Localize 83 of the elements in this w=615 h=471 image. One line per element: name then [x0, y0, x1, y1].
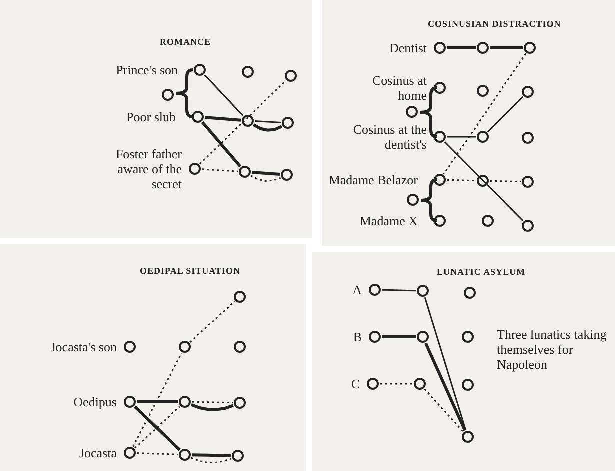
connector-line	[252, 124, 283, 132]
connector-line	[490, 46, 523, 50]
connector-line	[424, 342, 466, 432]
circle	[407, 194, 419, 206]
connector-line	[254, 120, 282, 124]
circle	[414, 378, 426, 390]
circle	[179, 449, 191, 461]
circle	[462, 431, 474, 443]
circle	[406, 106, 418, 118]
circle	[522, 132, 534, 144]
row-label: Madame X	[360, 214, 418, 228]
connector-line	[204, 74, 244, 116]
circle	[234, 341, 246, 353]
circle	[417, 331, 429, 343]
connector-line	[190, 404, 234, 412]
circle	[242, 115, 254, 127]
circle	[179, 341, 191, 353]
connector-line	[132, 352, 182, 448]
connector-line	[447, 136, 476, 138]
connector-line	[380, 383, 413, 385]
circle	[282, 117, 294, 129]
row-label: Foster father aware of the secret	[114, 146, 182, 192]
connector-line	[201, 121, 242, 168]
row-label: C	[351, 376, 360, 392]
panel-title: OEDIPAL SITUATION	[140, 266, 240, 276]
connector-line	[424, 388, 464, 432]
circle	[477, 42, 489, 54]
circle	[462, 379, 474, 391]
connector-line	[446, 179, 476, 182]
connector-line	[204, 116, 242, 122]
row-label: Dentist	[389, 40, 427, 56]
circle	[522, 176, 534, 188]
circle	[522, 220, 534, 232]
connector-line	[192, 401, 234, 404]
circle	[162, 89, 174, 101]
circle	[281, 169, 293, 181]
row-label: B	[353, 330, 362, 344]
circle	[464, 287, 476, 299]
connector-line	[202, 168, 238, 172]
row-label: Prince's son	[116, 62, 178, 78]
connector-line	[252, 171, 280, 176]
panel-title: LUNATIC ASYLUM	[437, 267, 526, 277]
row-label: Madame Belazor	[328, 172, 418, 188]
connector-line	[137, 400, 178, 404]
connector-line	[190, 301, 236, 343]
circle	[232, 450, 244, 462]
circle	[242, 66, 254, 78]
row-label: Cosinus at home	[371, 73, 427, 103]
circle	[524, 42, 536, 54]
connector-line	[490, 180, 522, 183]
connector-line	[447, 46, 476, 50]
circle	[285, 70, 297, 82]
note-text: Three lunatics taking themselves for Napoleon	[497, 327, 608, 372]
circle	[477, 131, 489, 143]
row-label: Jocasta	[79, 446, 117, 460]
circle	[477, 85, 489, 97]
circle	[179, 396, 191, 408]
connector-line	[382, 289, 416, 292]
circle	[417, 285, 429, 297]
circle	[482, 215, 494, 227]
connector-line	[424, 297, 467, 431]
circle	[477, 175, 489, 187]
circle	[522, 86, 534, 98]
connector-line	[250, 175, 281, 182]
row-label: Cosinus at the dentist's	[352, 122, 427, 152]
panel-title: ROMANCE	[160, 37, 211, 47]
connector-line	[136, 452, 178, 456]
circle	[462, 331, 474, 343]
panel-title: COSINUSIAN DISTRACTION	[428, 19, 562, 29]
connector-line	[443, 53, 527, 175]
connector-line	[199, 80, 287, 165]
circle	[234, 291, 246, 303]
connector-line	[487, 96, 524, 133]
row-label: Poor slub	[126, 110, 176, 124]
row-label: Oedipus	[74, 394, 117, 410]
connector-line	[444, 141, 524, 222]
row-label: Jocasta's son	[50, 340, 117, 354]
row-label: A	[352, 282, 362, 298]
connector-line	[382, 336, 416, 338]
circle	[239, 166, 251, 178]
connector-line	[192, 454, 232, 458]
circle	[234, 397, 246, 409]
connector-line	[191, 457, 232, 464]
